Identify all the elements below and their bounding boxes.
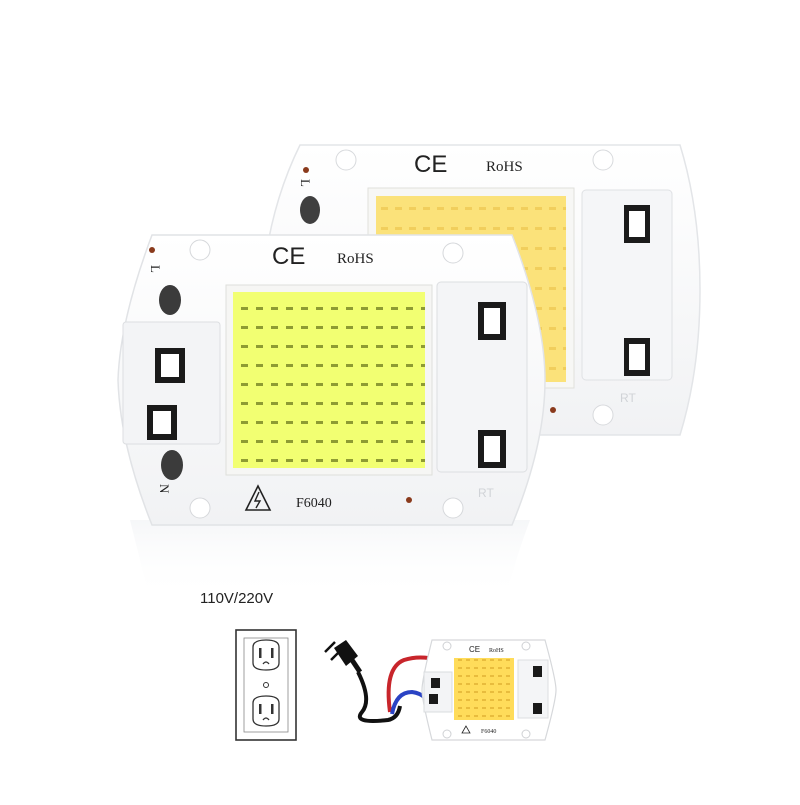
power-plug-icon [324,640,363,674]
mounting-hole [592,404,614,426]
mounting-hole [189,497,211,519]
rohs-mark: RoHS [486,159,523,175]
rt-mark: RT [478,486,494,500]
rohs-mark: RoHS [337,251,374,267]
mounting-hole [592,149,614,171]
rohs-mark: RoHS [489,648,504,654]
board-reflection [130,520,530,600]
solder-pad [300,196,320,224]
voltage-label: 110V/220V [200,590,274,607]
front-cob-board: CE RoHS L N F6040 RT [117,234,546,526]
pin-label-n: N [157,484,172,494]
model-label: F6040 [481,729,496,735]
solder-pad [161,450,183,480]
model-label: F6040 [296,496,332,511]
mounting-hole [442,497,464,519]
warning-triangle-icon [244,484,272,511]
warning-triangle-icon [461,725,471,734]
pin-label-l: L [298,179,313,187]
rt-mark: RT [620,391,636,405]
mounting-hole [442,242,464,264]
ce-mark: CE [469,645,480,654]
ce-mark: CE [414,151,447,178]
mini-cob-board: CE RoHS F6040 [421,639,557,741]
mounting-hole [189,239,211,261]
mounting-hole [335,149,357,171]
wall-outlet-icon [235,629,297,741]
ce-mark: CE [272,243,305,270]
solder-pad [159,285,181,315]
pin-label-l: L [148,265,163,273]
